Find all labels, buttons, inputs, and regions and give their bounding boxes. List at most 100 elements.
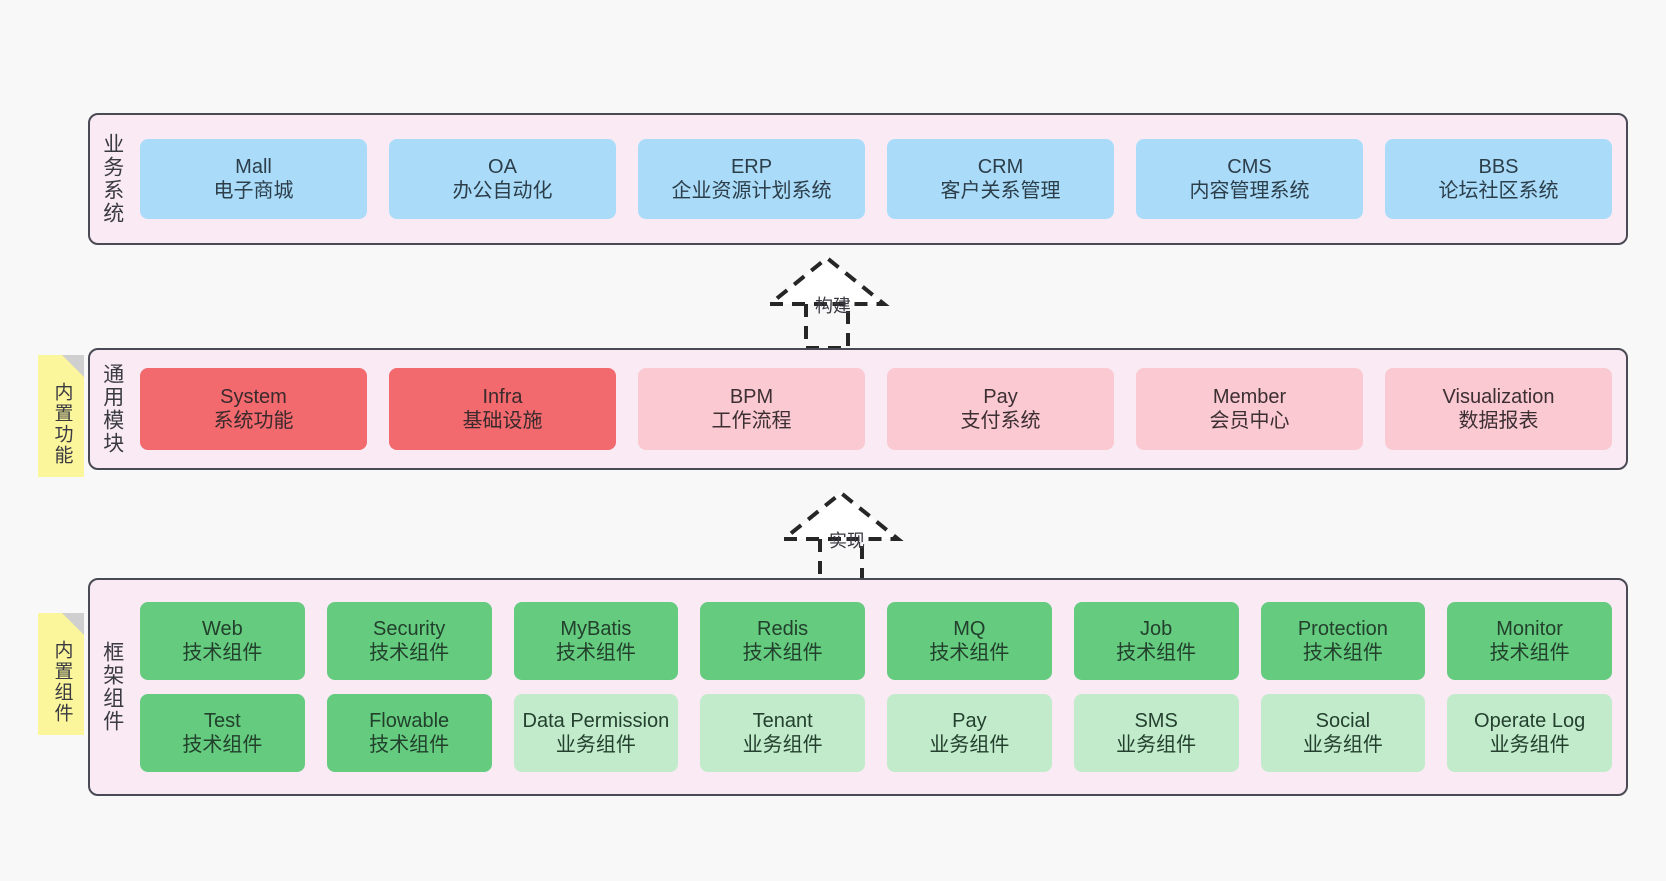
node-monitor[interactable]: Monitor 技术组件 <box>1447 602 1612 680</box>
connector-build: 构建 <box>755 252 935 352</box>
node-desc: 论坛社区系统 <box>1438 180 1559 202</box>
node-row-business: Test 技术组件 Flowable 技术组件 Data Permission … <box>140 694 1612 772</box>
node-name: Social <box>1315 709 1371 732</box>
node-pay-component[interactable]: Pay 业务组件 <box>887 694 1052 772</box>
node-desc: 企业资源计划系统 <box>671 180 832 202</box>
node-mybatis[interactable]: MyBatis 技术组件 <box>513 602 679 680</box>
node-operate-log[interactable]: Operate Log 业务组件 <box>1447 694 1612 772</box>
layer-title-general-module: 通用模块 <box>100 363 124 455</box>
node-redis[interactable]: Redis 技术组件 <box>700 602 865 680</box>
layer-body-framework-component: Web 技术组件 Security 技术组件 MyBatis 技术组件 Redi… <box>134 580 1626 794</box>
layer-title-framework-component: 框架组件 <box>100 641 124 733</box>
node-desc: 电子商城 <box>213 180 294 202</box>
layer-framework-component: 框架组件 Web 技术组件 Security 技术组件 MyBatis 技术组件… <box>88 578 1628 796</box>
node-name: Infra <box>482 385 523 408</box>
node-flowable[interactable]: Flowable 技术组件 <box>326 694 492 772</box>
node-name: Mall <box>235 155 272 178</box>
node-name: System <box>220 385 287 408</box>
node-row-technical: Web 技术组件 Security 技术组件 MyBatis 技术组件 Redi… <box>140 602 1612 680</box>
node-desc: 技术组件 <box>369 734 450 756</box>
layer-general-module: 通用模块 System 系统功能 Infra 基础设施 BPM 工作流程 Pay… <box>88 348 1628 470</box>
node-job[interactable]: Job 技术组件 <box>1073 602 1239 680</box>
node-name: CRM <box>977 155 1024 178</box>
node-desc: 业务组件 <box>1116 734 1197 756</box>
node-infra[interactable]: Infra 基础设施 <box>389 368 616 450</box>
node-desc: 数据报表 <box>1458 410 1539 432</box>
node-name: BBS <box>1478 155 1519 178</box>
sticky-note-label: 内置组件 <box>51 640 73 724</box>
node-name: Member <box>1212 385 1287 408</box>
node-desc: 技术组件 <box>1302 642 1383 664</box>
node-name: Visualization <box>1442 385 1555 408</box>
layer-title-business-system: 业务系统 <box>100 133 124 225</box>
node-tenant[interactable]: Tenant 业务组件 <box>700 694 865 772</box>
implement-arrow-icon <box>778 490 904 585</box>
node-desc: 技术组件 <box>555 642 636 664</box>
node-desc: 业务组件 <box>1489 734 1570 756</box>
node-desc: 会员中心 <box>1209 410 1290 432</box>
node-name: MyBatis <box>560 617 632 640</box>
sticky-fold-corner-icon <box>62 613 84 635</box>
node-pay-module[interactable]: Pay 支付系统 <box>887 368 1114 450</box>
node-name: Flowable <box>369 709 450 732</box>
connector-build-label: 构建 <box>815 296 851 316</box>
node-name: SMS <box>1134 709 1178 732</box>
node-desc: 业务组件 <box>929 734 1010 756</box>
node-crm[interactable]: CRM 客户关系管理 <box>887 139 1114 219</box>
node-row: Mall 电子商城 OA 办公自动化 ERP 企业资源计划系统 CRM 客户关系… <box>140 139 1612 219</box>
node-desc: 技术组件 <box>182 642 263 664</box>
node-mall[interactable]: Mall 电子商城 <box>140 139 367 219</box>
node-test[interactable]: Test 技术组件 <box>140 694 305 772</box>
node-oa[interactable]: OA 办公自动化 <box>389 139 616 219</box>
layer-body-general-module: System 系统功能 Infra 基础设施 BPM 工作流程 Pay 支付系统… <box>134 350 1626 468</box>
node-name: CMS <box>1227 155 1272 178</box>
sticky-note-builtin-components: 内置组件 <box>38 613 84 735</box>
build-arrow-icon <box>764 255 890 350</box>
node-system[interactable]: System 系统功能 <box>140 368 367 450</box>
node-name: Pay <box>952 709 987 732</box>
node-bbs[interactable]: BBS 论坛社区系统 <box>1385 139 1612 219</box>
node-name: Protection <box>1297 617 1388 640</box>
node-name: Pay <box>983 385 1018 408</box>
node-name: Job <box>1140 617 1173 640</box>
node-cms[interactable]: CMS 内容管理系统 <box>1136 139 1363 219</box>
node-bpm[interactable]: BPM 工作流程 <box>638 368 865 450</box>
node-security[interactable]: Security 技术组件 <box>326 602 492 680</box>
layer-business-system: 业务系统 Mall 电子商城 OA 办公自动化 ERP 企业资源计划系统 CRM… <box>88 113 1628 245</box>
node-name: Monitor <box>1496 617 1563 640</box>
node-name: BPM <box>729 385 774 408</box>
node-row: System 系统功能 Infra 基础设施 BPM 工作流程 Pay 支付系统… <box>140 368 1612 450</box>
sticky-note-builtin-features: 内置功能 <box>38 355 84 477</box>
node-desc: 技术组件 <box>369 642 450 664</box>
node-mq[interactable]: MQ 技术组件 <box>887 602 1052 680</box>
node-data-permission[interactable]: Data Permission 业务组件 <box>513 694 679 772</box>
node-social[interactable]: Social 业务组件 <box>1260 694 1426 772</box>
node-desc: 技术组件 <box>1116 642 1197 664</box>
node-name: OA <box>488 155 517 178</box>
node-name: Web <box>201 617 243 640</box>
node-protection[interactable]: Protection 技术组件 <box>1260 602 1426 680</box>
node-desc: 办公自动化 <box>452 180 553 202</box>
connector-implement-label: 实现 <box>829 531 865 551</box>
node-desc: 技术组件 <box>929 642 1010 664</box>
connector-implement: 实现 <box>769 487 949 587</box>
node-desc: 工作流程 <box>711 410 792 432</box>
node-web[interactable]: Web 技术组件 <box>140 602 305 680</box>
node-erp[interactable]: ERP 企业资源计划系统 <box>638 139 865 219</box>
node-name: MQ <box>953 617 986 640</box>
node-desc: 基础设施 <box>462 410 543 432</box>
node-desc: 内容管理系统 <box>1189 180 1310 202</box>
node-name: Data Permission <box>522 709 670 732</box>
node-desc: 业务组件 <box>1302 734 1383 756</box>
node-desc: 技术组件 <box>1489 642 1570 664</box>
node-sms[interactable]: SMS 业务组件 <box>1073 694 1239 772</box>
node-visualization[interactable]: Visualization 数据报表 <box>1385 368 1612 450</box>
node-desc: 技术组件 <box>182 734 263 756</box>
node-desc: 支付系统 <box>960 410 1041 432</box>
node-desc: 系统功能 <box>213 410 294 432</box>
node-name: Test <box>204 709 241 732</box>
node-desc: 技术组件 <box>742 642 823 664</box>
node-name: Tenant <box>752 709 813 732</box>
node-name: Operate Log <box>1474 709 1586 732</box>
node-member[interactable]: Member 会员中心 <box>1136 368 1363 450</box>
